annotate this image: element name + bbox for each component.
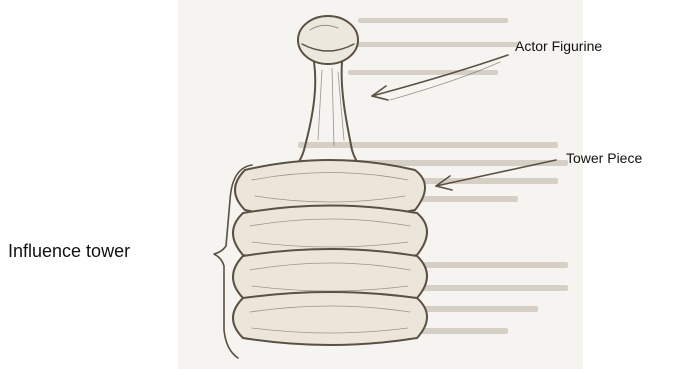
tower-pieces xyxy=(233,160,427,345)
tower-piece-label: Tower Piece xyxy=(566,150,642,166)
tower-piece-4 xyxy=(233,292,427,345)
actor-arrow xyxy=(372,55,508,100)
figurine-head xyxy=(298,16,358,64)
actor-figurine-label: Actor Figurine xyxy=(515,38,602,54)
tower-piece-arrow xyxy=(436,160,556,190)
influence-tower-label: Influence tower xyxy=(8,241,130,262)
